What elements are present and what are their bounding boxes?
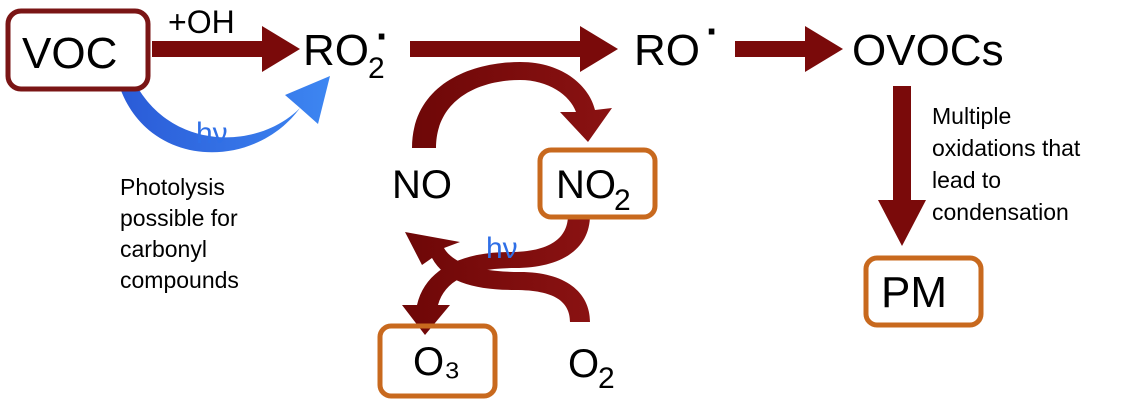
hv-label-lower: hν (486, 232, 518, 265)
o3-label: O₃ (413, 340, 460, 384)
oxidation-note-line: oxidations that (932, 135, 1081, 161)
photolysis-note-line: Photolysis (120, 174, 225, 200)
hv-label-upper: hν (196, 117, 228, 150)
plus-oh-label: +OH (168, 4, 235, 40)
voc-to-ro2-arrow (152, 26, 300, 72)
ro2-to-ro-arrow (410, 26, 618, 72)
ro-radical-dot: · (706, 10, 719, 54)
ovocs-to-pm-arrow (878, 86, 926, 246)
no2-subscript: 2 (614, 184, 631, 217)
pm-label: PM (881, 268, 947, 317)
oxidation-note-line: lead to (932, 167, 1001, 193)
voc-box (5, 8, 151, 92)
no2-box (537, 147, 658, 220)
oxidation-note-line: Multiple (932, 103, 1011, 129)
oxidation-note: Multiple oxidations that lead to condens… (932, 103, 1081, 225)
photolysis-note: Photolysis possible for carbonyl compoun… (120, 174, 239, 293)
o2-label: O (568, 342, 599, 386)
o3-box (377, 323, 498, 399)
ro-label: RO (634, 26, 700, 75)
ovocs-label: OVOCs (852, 26, 1004, 75)
ro2-subscript: 2 (368, 52, 385, 85)
ro2-label: RO (303, 26, 369, 75)
oxidation-note-line: condensation (932, 199, 1069, 225)
o2-subscript: 2 (598, 362, 615, 395)
ro-to-ovocs-arrow (735, 26, 843, 72)
no2-label: NO (556, 163, 616, 207)
o2-to-no-arc-arrow (405, 232, 590, 322)
photolysis-note-line: carbonyl (120, 236, 207, 262)
photolysis-note-line: possible for (120, 205, 238, 231)
no-label: NO (392, 163, 452, 207)
no-to-no2-arc-arrow (412, 62, 612, 148)
photolysis-note-line: compounds (120, 267, 239, 293)
photolysis-arrow (120, 76, 330, 153)
voc-label: VOC (22, 29, 117, 78)
pm-box (863, 255, 984, 328)
no2-to-o3-arc-arrow (402, 215, 590, 335)
ro2-radical-dot: · (376, 15, 389, 59)
